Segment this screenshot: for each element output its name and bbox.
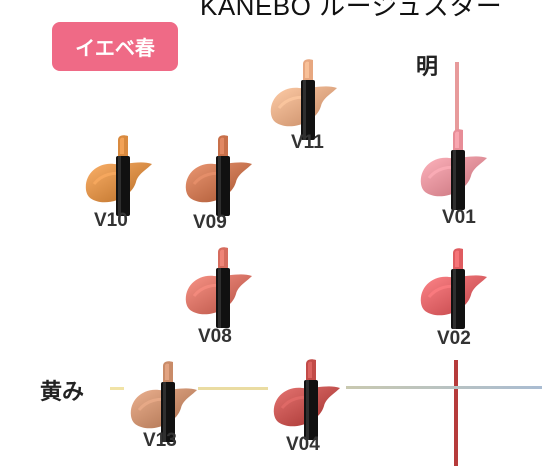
lipstick-v02: [415, 243, 505, 333]
axis-label-yellowish: 黄み: [40, 380, 85, 405]
lipstick-v01: [415, 124, 505, 214]
shade-code-label: V11: [291, 132, 324, 153]
shade-code-label: V04: [286, 434, 320, 455]
lipstick-swatch-icon: [185, 135, 252, 216]
lipstick-swatch-icon: [185, 247, 252, 328]
lipstick-swatch-icon: [130, 361, 197, 442]
category-badge: イエベ春: [52, 22, 178, 71]
lipstick-swatch-icon: [420, 248, 487, 329]
lipstick-v10: [80, 130, 170, 220]
shade-code-label: V08: [198, 326, 232, 347]
vertical-axis-bottom: [454, 360, 458, 466]
lipstick-swatch-icon: [270, 59, 337, 140]
shade-code-label: V01: [442, 207, 476, 228]
axis-label-bright: 明: [416, 55, 439, 80]
shade-code-label: V10: [94, 210, 128, 231]
horizontal-axis-segment: [110, 387, 124, 390]
shade-code-label: V02: [437, 328, 471, 349]
lipstick-v08: [180, 242, 270, 332]
shade-code-label: V13: [143, 430, 177, 451]
lipstick-v09: [180, 130, 270, 220]
horizontal-axis-segment: [346, 386, 542, 389]
page-title: KANEBO ルージュスター: [200, 0, 503, 21]
lipstick-v11: [265, 54, 355, 144]
vertical-axis-top: [455, 62, 459, 130]
lipstick-swatch-icon: [85, 135, 152, 216]
lipstick-v04: [268, 354, 358, 444]
horizontal-axis-segment: [198, 387, 268, 390]
lipstick-swatch-icon: [420, 129, 487, 210]
lipstick-swatch-icon: [273, 359, 340, 440]
shade-code-label: V09: [193, 212, 227, 233]
lipstick-v13: [125, 356, 215, 446]
